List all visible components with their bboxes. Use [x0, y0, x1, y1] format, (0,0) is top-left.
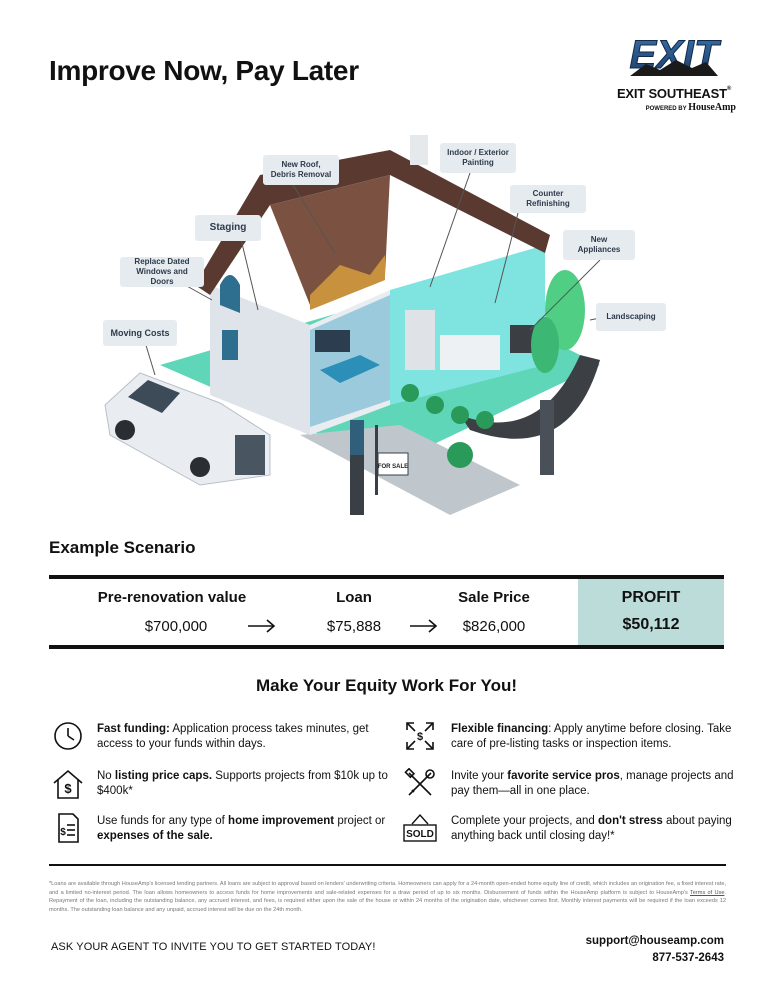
profit-value: $50,112 [622, 616, 680, 633]
for-sale-sign [377, 452, 409, 476]
callout-line [289, 179, 336, 254]
svg-text:$: $ [64, 781, 72, 796]
loan-label: Loan [336, 589, 372, 606]
callout-painting: Indoor / Exterior Painting [440, 143, 516, 173]
chimney-shape [410, 135, 428, 165]
logo-powered-by: POWERED BY HouseAmp [645, 102, 736, 113]
feature-flexible-financing: Flexible financing: Apply anytime before… [451, 723, 732, 750]
bush-shape [447, 442, 473, 468]
callout-line [494, 212, 519, 304]
callout-line [184, 284, 213, 301]
sofa-shape [320, 355, 380, 383]
debris-shape [310, 255, 385, 310]
invoice-icon: $ [58, 813, 79, 843]
contact-phone[interactable]: 877-537-2643 [652, 952, 724, 964]
bush-shape [426, 396, 444, 414]
garden-bed-shape [460, 355, 600, 439]
feature-any-project: Use funds for any type of home improveme… [97, 815, 386, 842]
fine-print: *Loans are available through HouseAmp's … [49, 881, 726, 913]
callout-line [144, 341, 156, 376]
page-title: Improve Now, Pay Later [49, 55, 359, 86]
svg-text:$: $ [417, 731, 423, 743]
callout-windows: Replace Dated Windows and Doors [120, 257, 204, 287]
pre-renovation-label: Pre-renovation value [97, 589, 247, 606]
feature-service-pros: Invite your favorite service pros, manag… [451, 770, 734, 797]
callout-moving-costs: Moving Costs [103, 320, 177, 346]
terms-of-use-link[interactable]: Terms of Use [690, 889, 725, 896]
profit-cell [578, 579, 724, 645]
scenario-table: Pre-renovation value $700,000 Loan $75,8… [49, 575, 724, 649]
callout-line [529, 259, 601, 331]
lower-window [222, 330, 238, 360]
expand-arrows-icon: $ [406, 722, 434, 750]
contact-info: support@houseamp.com 877-537-2643 [586, 933, 724, 967]
van-rear-door [235, 435, 265, 475]
call-to-action: ASK YOUR AGENT TO INVITE YOU TO GET STAR… [51, 941, 376, 953]
clock-icon [54, 722, 82, 750]
arrow-right-icon [410, 619, 438, 633]
house-dollar-icon: $ [53, 769, 83, 799]
svg-text:SOLD: SOLD [406, 829, 434, 840]
driveway-shape [300, 425, 520, 515]
equity-section-title: Make Your Equity Work For You! [255, 676, 518, 695]
skyline-shape [630, 60, 718, 76]
exit-logo-mark: EXIT [629, 33, 722, 76]
fridge-shape [405, 310, 435, 370]
arrow-right-icon [248, 619, 276, 633]
footer-divider [49, 864, 726, 866]
pre-renovation-value: $700,000 [144, 618, 208, 635]
feature-no-stress: Complete your projects, and don't stress… [451, 815, 732, 842]
for-sale-sign-text: FOR SALE [378, 464, 408, 470]
callout-line [429, 172, 471, 288]
sold-sign-icon: SOLD [403, 813, 437, 842]
van-wheel [115, 420, 135, 440]
house-renovation-illustration: FOR SALE New Roof, Debris Removal Indoor… [100, 135, 680, 535]
callout-counter: Counter Refinishing [510, 185, 586, 213]
sale-price-value: $826,000 [462, 618, 526, 635]
roof-shape [195, 150, 550, 295]
sign-post [375, 425, 378, 495]
feature-no-price-caps: No listing price caps. Supports projects… [97, 770, 388, 797]
counter-shape [440, 335, 500, 370]
bush-shape [401, 384, 419, 402]
callout-new-roof: New Roof, Debris Removal [263, 155, 339, 185]
exit-southeast-logo: EXIT EXIT SOUTHEAST® POWERED BY HouseAmp [612, 32, 736, 116]
person-shape [540, 400, 554, 475]
house-left-wall [210, 285, 310, 435]
bush-shape [476, 411, 494, 429]
van-wheel [190, 457, 210, 477]
logo-brand: EXIT SOUTHEAST® [616, 86, 732, 101]
contact-email[interactable]: support@houseamp.com [585, 935, 724, 947]
callout-landscaping: Landscaping [596, 303, 666, 331]
profit-label: PROFIT [621, 589, 681, 606]
tv-shape [315, 330, 350, 352]
tools-icon [404, 768, 435, 796]
feature-fast-funding: Fast funding: Application process takes … [97, 723, 369, 750]
loan-value: $75,888 [326, 618, 382, 635]
scenario-title: Example Scenario [49, 538, 196, 557]
callout-staging: Staging [195, 215, 261, 241]
arched-window [220, 275, 240, 313]
van-windshield [128, 380, 180, 413]
bush-shape [451, 406, 469, 424]
callout-appliances: New Appliances [563, 230, 635, 260]
svg-text:$: $ [60, 827, 66, 838]
person-shape [350, 455, 364, 515]
house-illustration-art: FOR SALE [104, 135, 601, 515]
callout-line [239, 234, 259, 311]
sale-price-label: Sale Price [458, 589, 530, 606]
tree-shape [531, 317, 559, 373]
